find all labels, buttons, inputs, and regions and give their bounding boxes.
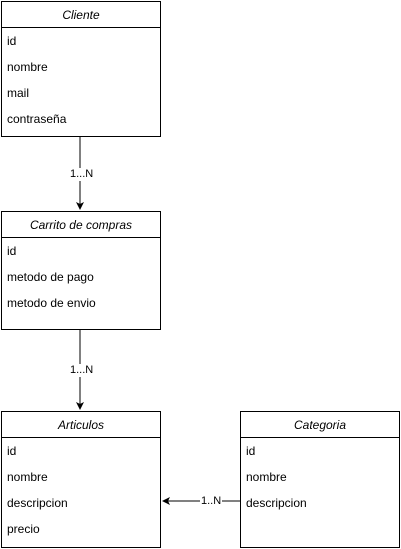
- field-list: id nombre descripcion precio: [2, 438, 160, 542]
- entity-title: Carrito de compras: [2, 212, 160, 238]
- entity-articulos[interactable]: Articulos id nombre descripcion precio: [1, 411, 161, 548]
- field-item: nombre: [246, 470, 287, 484]
- cardinality-label: 1...N: [69, 364, 95, 377]
- field-item: precio: [7, 522, 40, 536]
- field-item: mail: [7, 86, 30, 100]
- field-item: nombre: [7, 60, 48, 74]
- cardinality-label: 1...N: [69, 168, 95, 181]
- cardinality-label: 1..N: [200, 495, 223, 508]
- field-list: id metodo de pago metodo de envio: [2, 238, 160, 316]
- entity-cliente[interactable]: Cliente id nombre mail contraseña: [1, 1, 161, 137]
- field-item: id: [7, 34, 17, 48]
- field-item: id: [7, 244, 17, 258]
- field-item: id: [246, 444, 256, 458]
- field-item: metodo de envio: [7, 296, 96, 310]
- field-item: contraseña: [7, 112, 67, 126]
- field-item: descripcion: [246, 496, 307, 510]
- field-item: id: [7, 444, 17, 458]
- entity-title: Cliente: [2, 2, 160, 28]
- field-item: metodo de pago: [7, 270, 94, 284]
- field-item: nombre: [7, 470, 48, 484]
- entity-title: Categoria: [241, 412, 399, 438]
- entity-carrito-de-compras[interactable]: Carrito de compras id metodo de pago met…: [1, 211, 161, 330]
- entity-categoria[interactable]: Categoria id nombre descripcion: [240, 411, 400, 548]
- field-list: id nombre descripcion: [241, 438, 399, 516]
- entity-title: Articulos: [2, 412, 160, 438]
- field-item: descripcion: [7, 496, 68, 510]
- field-list: id nombre mail contraseña: [2, 28, 160, 132]
